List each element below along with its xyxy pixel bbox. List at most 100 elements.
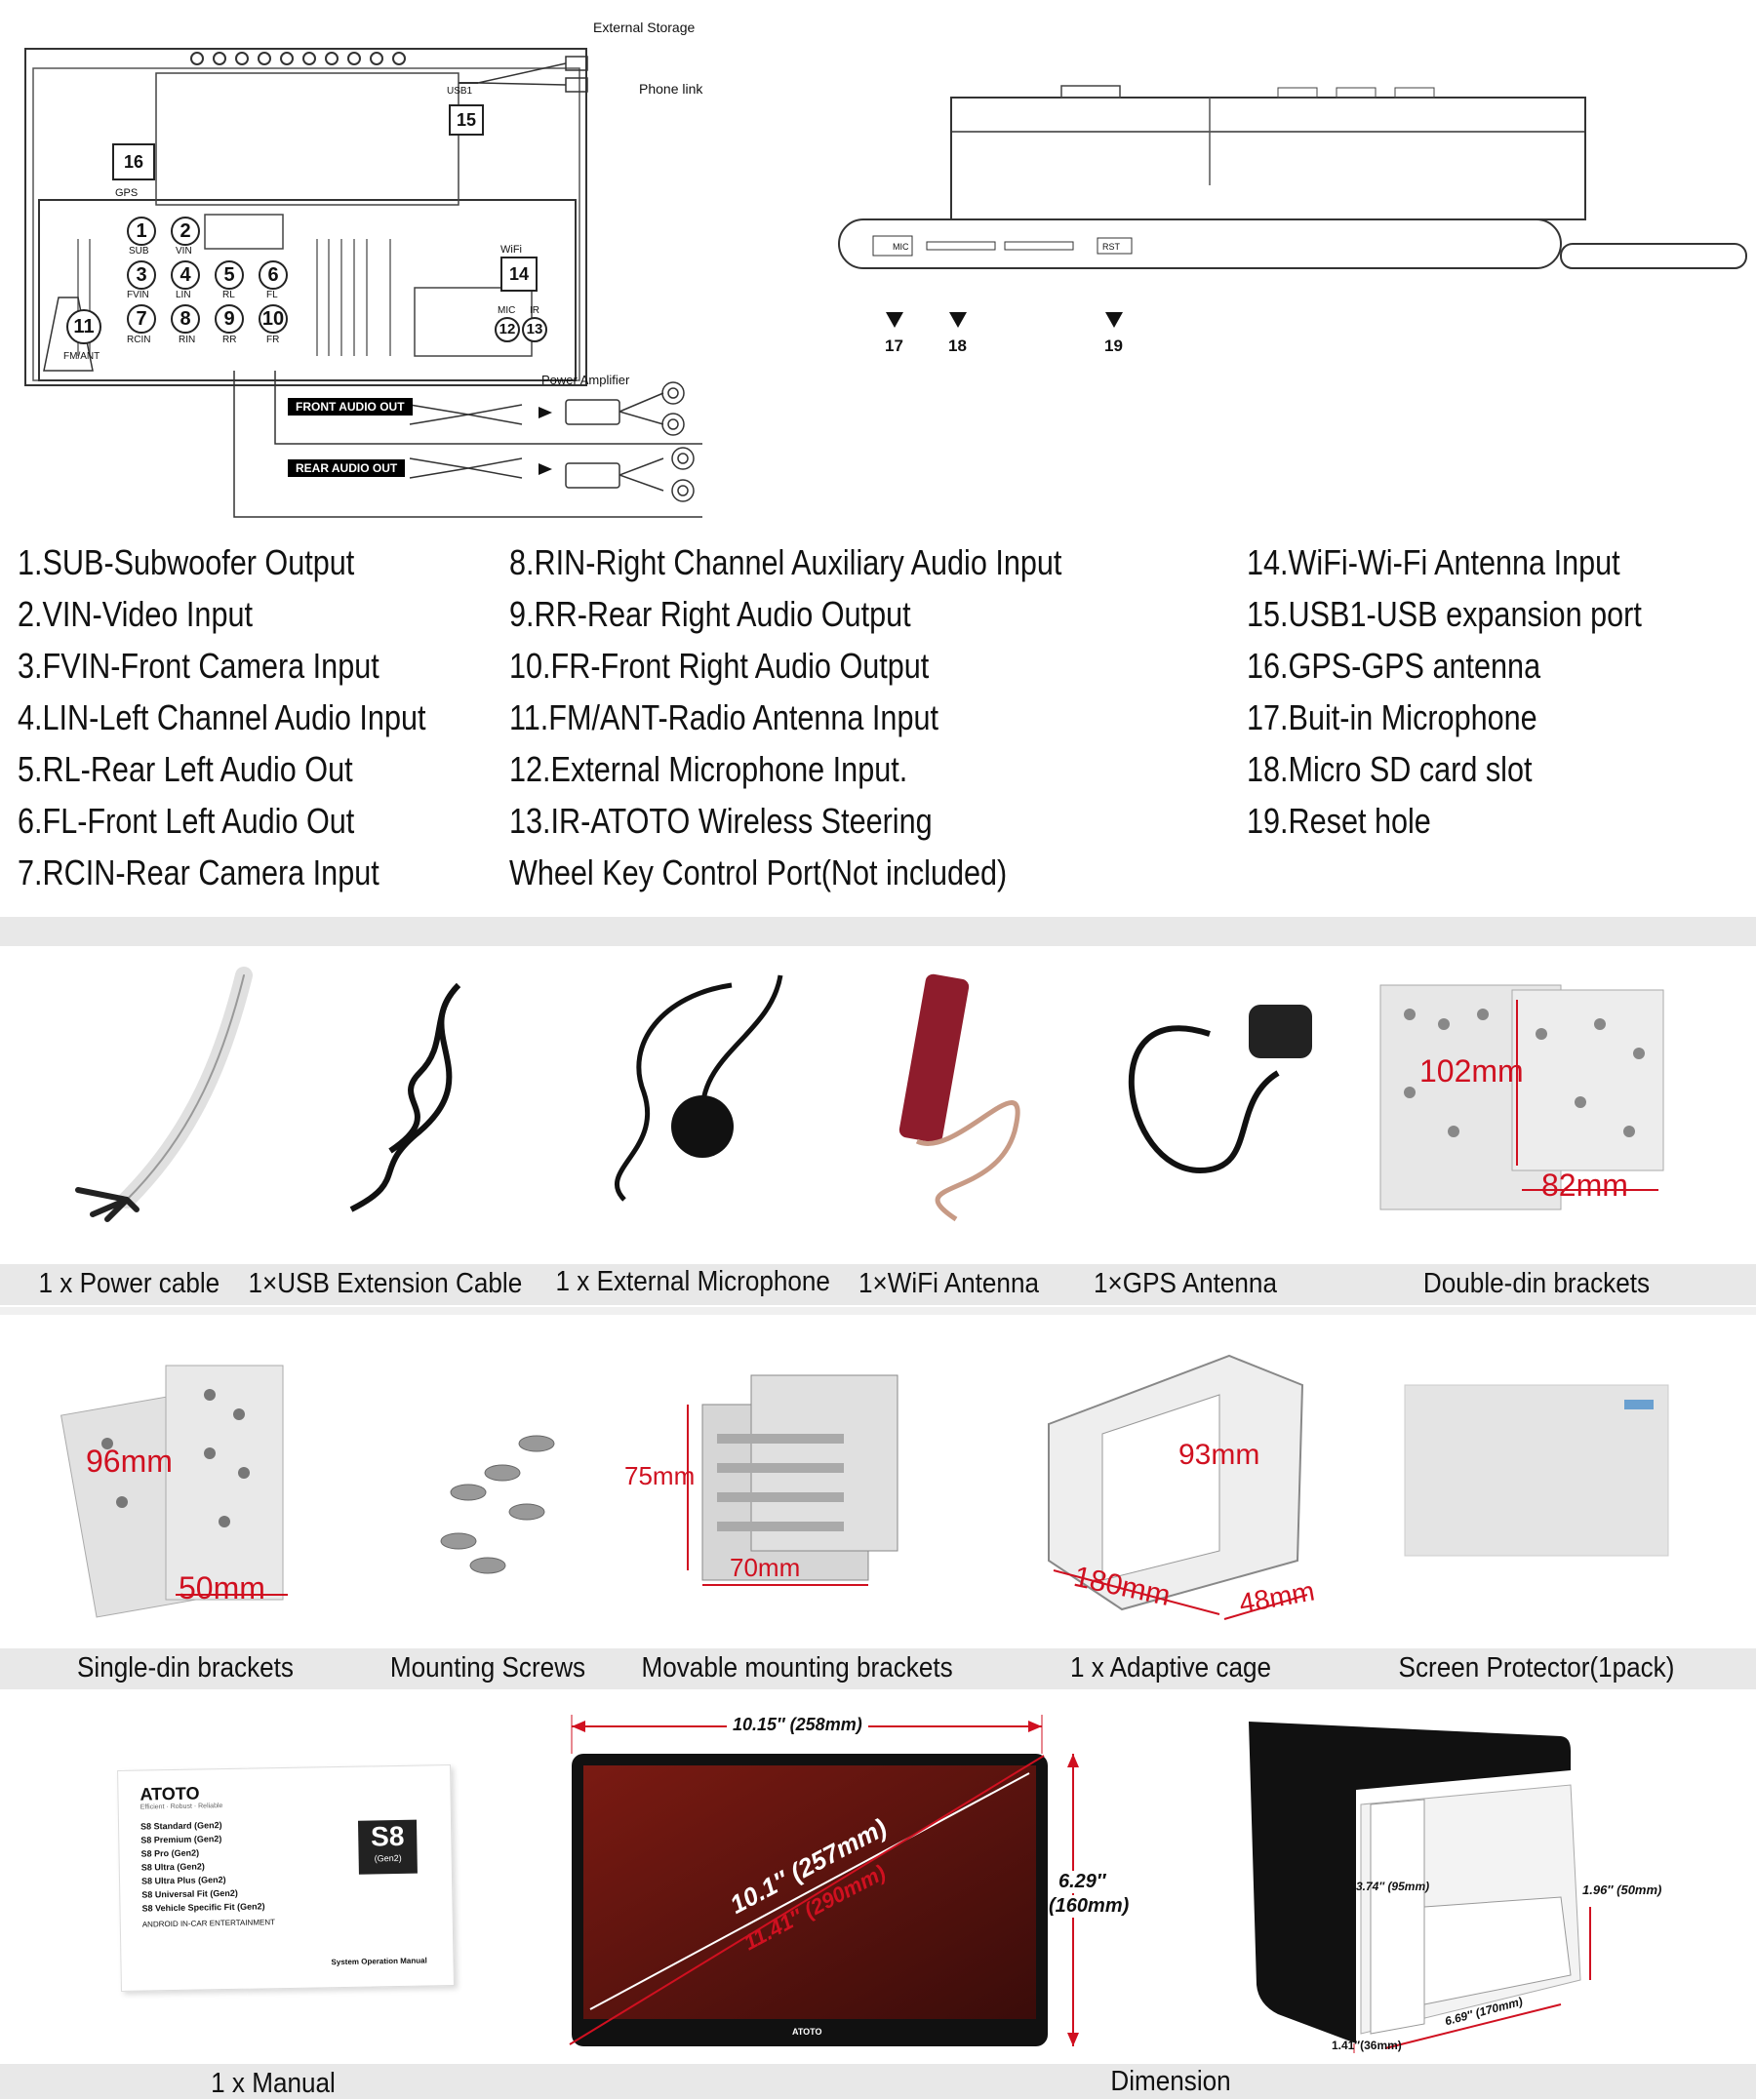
legend-item: 15.USB1-USB expansion port [1247,594,1642,634]
sub-label: SUB [129,246,149,257]
manual-subtitle: ANDROID IN-CAR ENTERTAINMENT [141,1918,276,1929]
legend-item: 19.Reset hole [1247,801,1431,841]
caption-screen-protector: Screen Protector(1pack) [1398,1652,1675,1684]
legend-item: 1.SUB-Subwoofer Output [18,542,355,582]
port-9: 9 [215,304,244,334]
dim-102mm: 102mm [1419,1053,1524,1089]
legend-item: 12.External Microphone Input. [509,749,908,789]
caption-dimension: Dimension [1110,2066,1231,2097]
dim-82mm: 82mm [1541,1168,1628,1203]
caption-external-mic: 1 x External Microphone [555,1266,830,1297]
body-dimension-drawing [1249,1722,1591,2053]
wifi-label: WiFi [500,244,522,256]
legend-item: 2.VIN-Video Input [18,594,254,634]
fvin-label: FVIN [127,290,149,300]
legend-item: 4.LIN-Left Channel Audio Input [18,697,426,737]
fm-ant-label: FM/ANT [63,351,100,362]
caption-power-cable: 1 x Power cable [38,1268,220,1299]
caption-usb-cable: 1×USB Extension Cable [248,1268,523,1299]
port-1: 1 [127,217,156,246]
screen-height-label-2: (160mm) [1049,1895,1130,1918]
body-dim-95mm: 3.74″ (95mm) [1356,1880,1430,1893]
body-dim-50mm: 1.96″ (50mm) [1582,1882,1662,1897]
dim-70mm: 70mm [730,1553,801,1582]
arrow-17-icon [886,312,903,328]
side-view-drawing [838,85,1747,269]
arrow-18-icon [949,312,967,328]
accessories-row-2: 96mm 50mm 75mm 70mm 93mm 180mm 48mm [0,1327,1756,1648]
dim-50mm: 50mm [179,1570,265,1605]
port-4: 4 [171,260,200,290]
rcin-label: RCIN [127,335,151,345]
legend-item: 5.RL-Rear Left Audio Out [18,749,353,789]
port-6: 6 [259,260,288,290]
caption-adaptive-cage: 1 x Adaptive cage [1069,1652,1272,1684]
dim-75mm: 75mm [624,1461,696,1490]
accessories-row-1-drawing [75,967,1664,1222]
legend-item: 8.RIN-Right Channel Auxiliary Audio Inpu… [509,542,1062,582]
accessories-row-1: 102mm 82mm [0,956,1756,1258]
divider-band [0,917,1756,946]
external-storage-label: External Storage [593,20,696,35]
legend-item: 17.Buit-in Microphone [1247,697,1537,737]
manual-tagline: Efficient · Robust · Reliable [140,1803,223,1811]
port-2: 2 [171,217,200,246]
port-16: 16 [112,143,155,180]
legend-item: 11.FM/ANT-Radio Antenna Input [509,697,938,737]
port-18: 18 [948,337,967,355]
manual-brand: ATOTO [140,1783,200,1804]
port-10: 10 [259,304,288,334]
manual-system-title: System Operation Manual [331,1956,427,1967]
rear-panel-drawing [24,48,702,518]
port-5: 5 [215,260,244,290]
screen-dimension-drawing [569,1715,1079,2046]
port-12: 12 [495,317,520,342]
screen-dimension: 10.15″ (258mm) 6.29″ (160mm) 10.1″ (257m… [556,1705,1141,2085]
legend-column-2: 8.RIN-Right Channel Auxiliary Audio Inpu… [509,536,1159,898]
mic-port-label: MIC [498,305,516,316]
legend-item: 16.GPS-GPS antenna [1247,646,1541,686]
caption-movable-brackets: Movable mounting brackets [641,1652,953,1684]
legend-item: 18.Micro SD card slot [1247,749,1533,789]
legend-item: 13.IR-ATOTO Wireless Steering [509,801,933,841]
caption-band-3 [0,2064,1756,2099]
port-15: 15 [449,104,484,136]
legend-item: 10.FR-Front Right Audio Output [509,646,930,686]
rst-label: RST [1102,242,1120,252]
legend-item: 6.FL-Front Left Audio Out [18,801,355,841]
legend-item: 3.FVIN-Front Camera Input [18,646,379,686]
fl-label: FL [266,290,278,300]
legend-column-3: 14.WiFi-Wi-Fi Antenna Input 15.USB1-USB … [1247,536,1711,847]
legend-column-1: 1.SUB-Subwoofer Output 2.VIN-Video Input… [18,536,498,898]
arrow-19-icon [1105,312,1123,328]
rin-label: RIN [179,335,196,345]
manual-badge-sub: (Gen2) [374,1852,402,1864]
caption-gps-antenna: 1×GPS Antenna [1094,1268,1277,1299]
rear-panel-diagram: External Storage Phone link USB1 15 16 G… [20,20,722,522]
ir-port-label: IR [530,305,539,316]
port-19: 19 [1104,337,1123,355]
accessories-row-2-drawing [60,1354,1669,1620]
fr-label: FR [266,335,280,345]
body-dimension: 3.74″ (95mm) 1.96″ (50mm) 6.69″ (170mm) … [1239,1712,1678,2063]
caption-band-1 [0,1264,1756,1305]
legend-item: 14.WiFi-Wi-Fi Antenna Input [1247,542,1620,582]
manual-booklet: ATOTO Efficient · Robust · Reliable S8 S… [117,1764,455,1992]
manual-badge: S8 (Gen2) [357,1819,418,1875]
screen-height-label-1: 6.29″ [1058,1871,1106,1893]
port-13: 13 [522,317,547,342]
power-amplifier-label: Power Amplifier [541,373,630,387]
mic-port-side-label: MIC [893,242,909,252]
caption-double-din: Double-din brackets [1422,1268,1651,1299]
side-view-diagram: MIC RST 17 18 19 [780,78,1756,371]
divider-band [0,1307,1756,1315]
legend-item: Wheel Key Control Port(Not included) [509,852,1008,892]
usb1-label: USB1 [447,86,473,97]
dim-96mm: 96mm [86,1444,173,1479]
manual-badge-title: S8 [370,1820,405,1852]
dim-93mm: 93mm [1178,1439,1260,1471]
port-7: 7 [127,304,156,334]
screen-width-label: 10.15″ (258mm) [727,1715,868,1735]
rear-audio-out-tag: REAR AUDIO OUT [288,459,406,477]
manual-model-list: S8 Standard (Gen2) S8 Premium (Gen2) S8 … [140,1817,265,1915]
